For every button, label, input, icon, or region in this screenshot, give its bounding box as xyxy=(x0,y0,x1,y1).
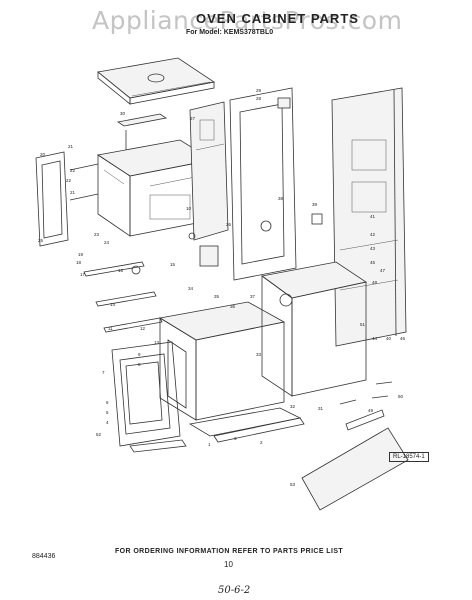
top-panel-part xyxy=(97,57,216,105)
center-duct-part xyxy=(189,101,229,241)
callout: 13 xyxy=(154,340,160,345)
callout-numbers: 30 21 22 22 21 25 20 23 24 19 18 17 16 1… xyxy=(38,88,406,487)
callout: 10 xyxy=(186,206,192,211)
callout: 5 xyxy=(106,410,109,415)
page-number: 10 xyxy=(224,560,233,569)
callout: 9 xyxy=(138,352,141,357)
callout: 6 xyxy=(106,400,109,405)
callout: 40 xyxy=(386,336,392,341)
callout: 21 xyxy=(70,190,76,195)
callout: 18 xyxy=(76,260,82,265)
callout: 33 xyxy=(256,352,262,357)
callout: 20 xyxy=(40,152,46,157)
callout: 19 xyxy=(78,252,84,257)
callout: 42 xyxy=(370,232,376,237)
reference-code-box: RL-18574-1 xyxy=(389,452,429,462)
callout: 48 xyxy=(372,280,378,285)
handwritten-note: 50-6-2 xyxy=(218,585,251,596)
bottom-panel-part xyxy=(301,427,409,511)
callout: 38 xyxy=(278,196,284,201)
callout: 16 xyxy=(118,268,124,273)
screw-parts xyxy=(339,381,393,431)
callout: 26 xyxy=(226,222,232,227)
callout: 22 xyxy=(70,168,76,173)
callout: 17 xyxy=(80,272,86,277)
callout: 41 xyxy=(370,214,376,219)
bottom-trim-parts xyxy=(129,407,305,453)
callout: 23 xyxy=(94,232,100,237)
callout: 29 xyxy=(256,88,262,93)
callout: 51 xyxy=(360,322,366,327)
callout: 22 xyxy=(66,178,72,183)
top-bracket-part xyxy=(116,113,168,150)
callout: 47 xyxy=(380,268,386,273)
callout: 30 xyxy=(120,111,126,116)
watermark-text: AppliancePartsPros.com xyxy=(92,6,403,35)
callout: 1 xyxy=(208,442,211,447)
diagram-title: OVEN CABINET PARTS xyxy=(196,11,359,26)
rear-panel-part xyxy=(331,87,407,347)
callout: 27 xyxy=(190,116,196,121)
callout: 39 xyxy=(312,202,318,207)
callout: 3 xyxy=(234,436,237,441)
callout: 49 xyxy=(368,408,374,413)
left-frame-part xyxy=(35,151,99,247)
callout: 28 xyxy=(256,96,262,101)
callout: 52 xyxy=(96,432,102,437)
callout: 44 xyxy=(372,336,378,341)
callout: 2 xyxy=(260,440,263,445)
callout: 12 xyxy=(140,326,146,331)
callout: 46 xyxy=(400,336,406,341)
callout: 37 xyxy=(250,294,256,299)
model-line: For Model: KEMS378TBL0 xyxy=(186,29,274,36)
callout: 8 xyxy=(138,362,141,367)
callout: 35 xyxy=(214,294,220,299)
lower-oven-cavity-part xyxy=(158,301,286,421)
callout: 15 xyxy=(170,262,176,267)
callout: 31 xyxy=(318,406,324,411)
callout: 50 xyxy=(398,394,404,399)
callout: 43 xyxy=(370,246,376,251)
callout: 45 xyxy=(370,260,376,265)
door-frame-part xyxy=(111,341,181,447)
ordering-note: FOR ORDERING INFORMATION REFER TO PARTS … xyxy=(115,548,344,555)
callout: 21 xyxy=(68,144,74,149)
cabinet-shell-part xyxy=(261,261,368,397)
callout: 36 xyxy=(230,304,236,309)
rail-parts xyxy=(83,261,163,333)
callout: 32 xyxy=(290,404,296,409)
vent-duct-part xyxy=(229,87,297,281)
callout: 7 xyxy=(102,370,105,375)
callout: 4 xyxy=(106,420,109,425)
document-number: 884436 xyxy=(32,553,56,560)
callout: 25 xyxy=(38,238,44,243)
callout: 24 xyxy=(104,240,110,245)
callout: 14 xyxy=(110,302,116,307)
callout: 34 xyxy=(188,286,194,291)
small-parts-group xyxy=(131,97,323,275)
callout: 53 xyxy=(290,482,296,487)
callout: 11 xyxy=(108,326,113,331)
